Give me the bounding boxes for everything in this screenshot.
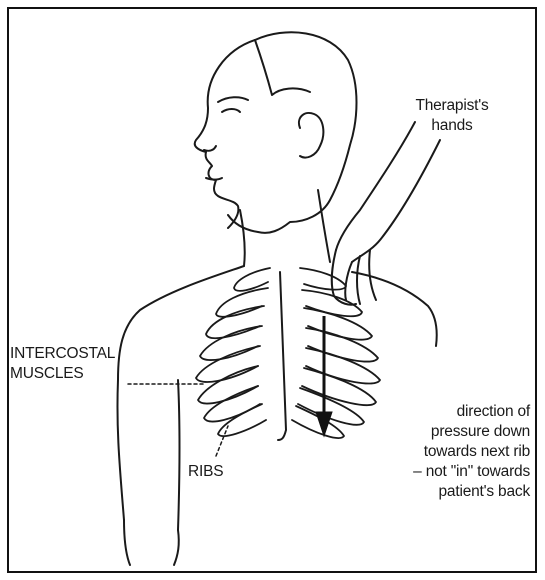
label-intercostal-line-2: MUSCLES: [10, 364, 115, 384]
shoulder-left: [117, 266, 244, 520]
nostril: [204, 146, 216, 151]
head-outline: [228, 32, 357, 233]
label-direction-line-2: pressure down: [380, 422, 530, 442]
label-therapist-hands: Therapist's hands: [392, 96, 512, 136]
label-ribs: RIBS: [188, 462, 223, 482]
label-direction-line-4: – not "in" towards: [380, 462, 530, 482]
brow: [218, 97, 248, 102]
therapist-fingers: [332, 250, 376, 305]
ribs-right: [292, 268, 380, 438]
label-therapist-line-1: Therapist's: [392, 96, 512, 116]
label-direction-line-3: towards next rib: [380, 442, 530, 462]
neck-front: [240, 210, 245, 266]
arm-left-inner: [178, 380, 180, 530]
label-intercostal-muscles: INTERCOSTAL MUSCLES: [10, 344, 115, 384]
label-direction-note: direction of pressure down towards next …: [380, 402, 530, 502]
shoulder-right: [352, 272, 437, 346]
ear: [299, 113, 323, 158]
ribs-leader: [216, 426, 228, 456]
label-intercostal-line-1: INTERCOSTAL: [10, 344, 115, 364]
hairline: [255, 40, 310, 95]
label-direction-line-5: patient's back: [380, 482, 530, 502]
sternum: [278, 272, 286, 440]
mouth: [206, 178, 222, 180]
arm-left-edge: [124, 520, 130, 565]
neck-back: [318, 190, 330, 262]
label-direction-line-1: direction of: [380, 402, 530, 422]
label-ribs-text: RIBS: [188, 463, 223, 480]
eye: [222, 109, 240, 112]
label-therapist-line-2: hands: [392, 116, 512, 136]
ribs-left: [196, 268, 270, 436]
therapist-arm-inner: [336, 122, 415, 250]
arm-left-hand: [174, 530, 179, 565]
face-profile: [195, 40, 255, 228]
